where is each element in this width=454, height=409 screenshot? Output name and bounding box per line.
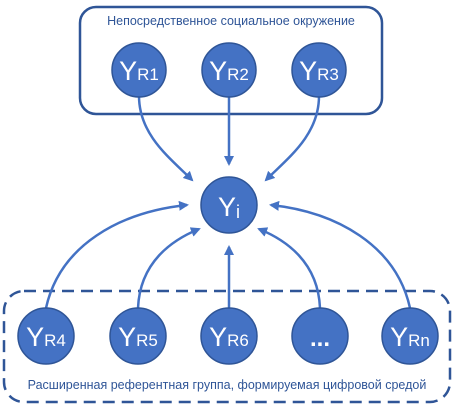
node-r2-base: Y [209,56,227,86]
node-r2: YR2 [201,42,257,98]
node-center-base: Y [218,192,236,222]
svg-text:YR3: YR3 [299,56,339,86]
bottom-group-label: Расширенная референтная группа, формируе… [28,378,427,392]
node-r3-sub: R3 [317,65,339,84]
node-rn: YRn [381,307,439,365]
node-ellipsis-label: ... [310,325,330,352]
node-r5-base: Y [118,322,136,352]
node-r6: YR6 [200,307,258,365]
node-ellipsis: ... [291,307,349,365]
node-r5-sub: R5 [136,331,158,350]
node-r4: YR4 [17,307,75,365]
node-r4-base: Y [26,322,44,352]
arrow-r3-to-center [264,95,321,182]
node-r1: YR1 [111,42,167,98]
node-r5: YR5 [109,307,167,365]
svg-text:YR6: YR6 [209,322,249,352]
node-r6-sub: R6 [227,331,249,350]
arrow-r4-to-center [44,200,189,309]
node-r6-base: Y [209,322,227,352]
arrow-r1-to-center [137,95,194,182]
node-r3-base: Y [299,56,317,86]
bottom-group-frame [2,289,452,404]
arrow-r5-to-center [136,227,201,309]
node-r4-sub: R4 [44,331,66,350]
node-center: Yi [200,176,258,234]
svg-text:YR4: YR4 [26,322,66,352]
top-group-label: Непосредственное социальное окружение [107,14,355,28]
arrow-rn-to-center [269,200,412,309]
node-rn-base: Y [390,322,408,352]
svg-text:YRn: YRn [390,322,430,352]
node-center-sub: i [236,202,240,222]
svg-text:YR1: YR1 [119,56,159,86]
node-r3: YR3 [291,42,347,98]
node-r2-sub: R2 [227,65,249,84]
arrow-ellipsis-to-center [257,227,322,309]
node-r1-sub: R1 [137,65,159,84]
node-rn-sub: Rn [408,331,430,350]
node-r1-base: Y [119,56,137,86]
svg-text:Yi: Yi [218,192,240,222]
svg-text:YR5: YR5 [118,322,158,352]
svg-text:YR2: YR2 [209,56,249,86]
top-group-frame [78,5,384,116]
